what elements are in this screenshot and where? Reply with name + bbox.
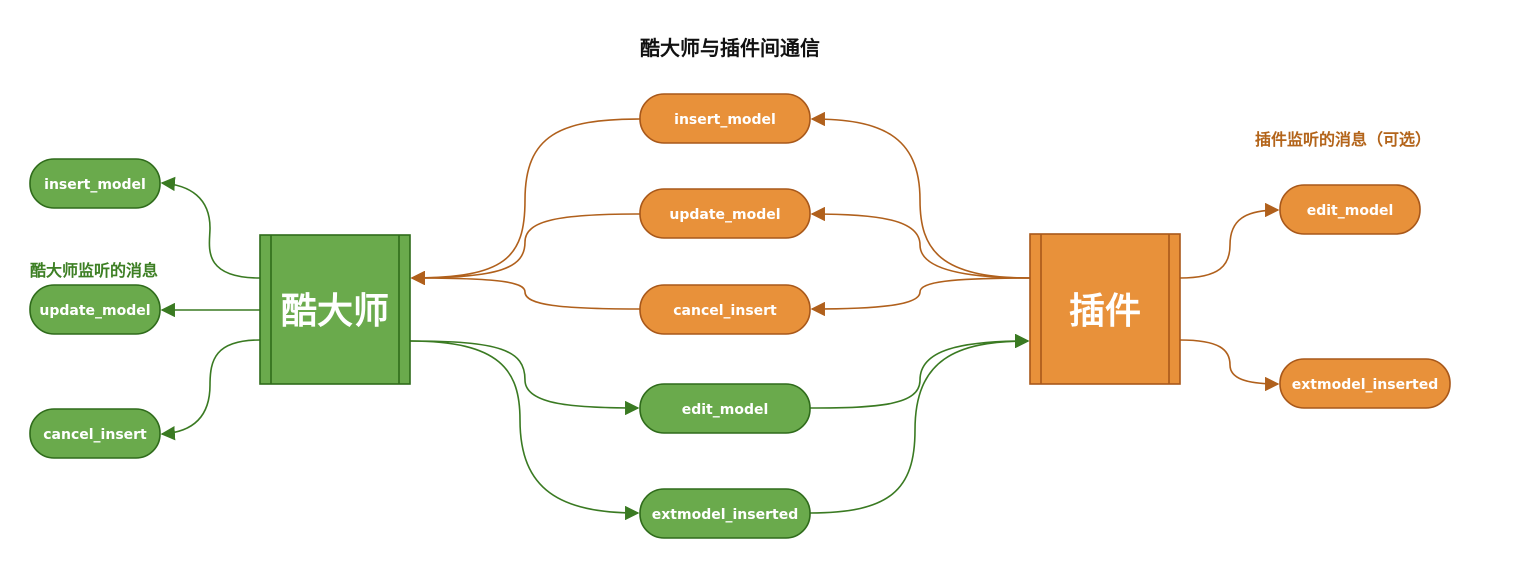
edge-plugin-update_model: [810, 206, 1031, 279]
right-message-node: extmodel_inserted: [1279, 358, 1451, 409]
edge-right-edit_model: [809, 333, 1030, 409]
edge-right-extmodel_inserted: [809, 333, 1030, 514]
edge-cool-insert_model: [410, 118, 641, 286]
center-green-node: edit_model: [639, 383, 811, 434]
center-orange-label: cancel_insert: [673, 303, 777, 319]
edge-left-cancel_insert: [160, 339, 261, 441]
edge-r-edit_model: [1179, 202, 1280, 279]
diagram-title: 酷大师与插件间通信: [640, 36, 820, 60]
right-message-label: extmodel_inserted: [1292, 377, 1438, 393]
edge-center-edit_model: [409, 340, 640, 416]
center-green-label: extmodel_inserted: [652, 507, 798, 523]
center-orange-node: update_model: [639, 188, 811, 239]
center-orange-node: cancel_insert: [639, 284, 811, 335]
center-to-left-edges: [410, 118, 641, 310]
left-message-label: insert_model: [44, 177, 146, 193]
plugin-block: 插件: [1029, 233, 1181, 385]
center-green-label: edit_model: [682, 402, 769, 418]
left-to-center-edges: [409, 340, 640, 521]
plugin-label: 插件: [1069, 291, 1141, 332]
right-message-label: edit_model: [1307, 203, 1394, 219]
edge-plugin-insert_model: [810, 111, 1031, 279]
right-to-center-edges: [810, 111, 1031, 317]
left-message-label: cancel_insert: [43, 427, 147, 443]
left-message-node: update_model: [29, 284, 161, 335]
edge-r-extmodel_inserted: [1179, 339, 1280, 392]
cool-master-block: 酷大师: [259, 234, 411, 385]
center-to-right-edges: [809, 333, 1030, 514]
edge-left-insert_model: [160, 176, 261, 279]
edge-cool-cancel_insert: [410, 270, 641, 310]
right-message-node: edit_model: [1279, 184, 1421, 235]
plugin-listens-caption: 插件监听的消息（可选）: [1255, 130, 1431, 149]
center-green-node: extmodel_inserted: [639, 488, 811, 539]
center-orange-label: update_model: [669, 207, 780, 223]
left-message-node: insert_model: [29, 158, 161, 209]
cool-master-listens-caption: 酷大师监听的消息: [30, 261, 158, 280]
edge-plugin-cancel_insert: [810, 277, 1031, 317]
edge-center-extmodel_inserted: [409, 340, 640, 521]
edge-cool-update_model: [410, 213, 641, 286]
left-listener-edges: [160, 176, 261, 441]
left-message-node: cancel_insert: [29, 408, 161, 459]
center-orange-label: insert_model: [674, 112, 776, 128]
cool-master-label: 酷大师: [281, 291, 389, 332]
center-orange-node: insert_model: [639, 93, 811, 144]
right-listener-edges: [1179, 202, 1280, 392]
left-message-label: update_model: [39, 303, 150, 319]
